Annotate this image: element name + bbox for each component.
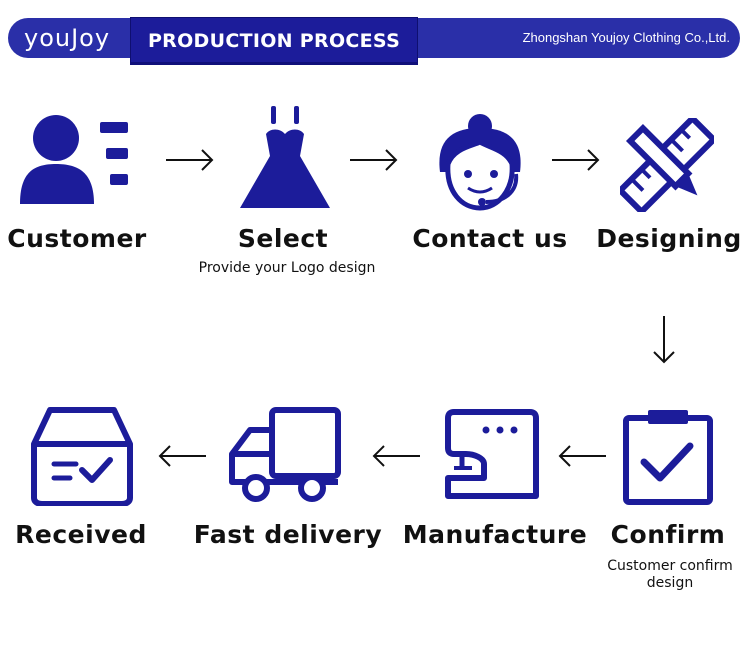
customer-profile-icon: [20, 115, 128, 204]
step-label-confirm: Confirm: [610, 520, 726, 549]
delivery-truck-icon: [229, 407, 341, 502]
ruler-pencil-icon: [620, 118, 714, 212]
step-label-fast-delivery: Fast delivery: [193, 520, 383, 549]
step-sub-select: Provide your Logo design: [198, 260, 376, 276]
arrow-down-icon: [653, 316, 675, 364]
page-title: PRODUCTION PROCESS: [147, 30, 401, 52]
step-label-customer: Customer: [7, 224, 147, 253]
arrow-right-icon: [350, 149, 398, 171]
step-label-manufacture: Manufacture: [402, 520, 588, 549]
clipboard-check-icon: [623, 410, 713, 505]
step-label-contact-us: Contact us: [412, 224, 568, 253]
step-label-designing: Designing: [596, 224, 742, 253]
arrow-left-icon: [158, 445, 206, 467]
brand-logo: youJoy: [24, 24, 111, 52]
step-label-select: Select: [237, 224, 329, 253]
customer-service-headset-icon: [439, 114, 521, 211]
title-tab: PRODUCTION PROCESS: [130, 17, 418, 65]
step-sub-confirm: Customer confirm design: [607, 558, 733, 591]
arrow-right-icon: [166, 149, 214, 171]
sewing-machine-icon: [445, 409, 539, 499]
arrow-left-icon: [372, 445, 420, 467]
company-name: Zhongshan Youjoy Clothing Co.,Ltd.: [522, 30, 730, 45]
arrow-left-icon: [558, 445, 606, 467]
received-box-icon: [31, 407, 133, 506]
dress-icon: [240, 106, 330, 208]
arrow-right-icon: [552, 149, 600, 171]
step-label-received: Received: [15, 520, 147, 549]
